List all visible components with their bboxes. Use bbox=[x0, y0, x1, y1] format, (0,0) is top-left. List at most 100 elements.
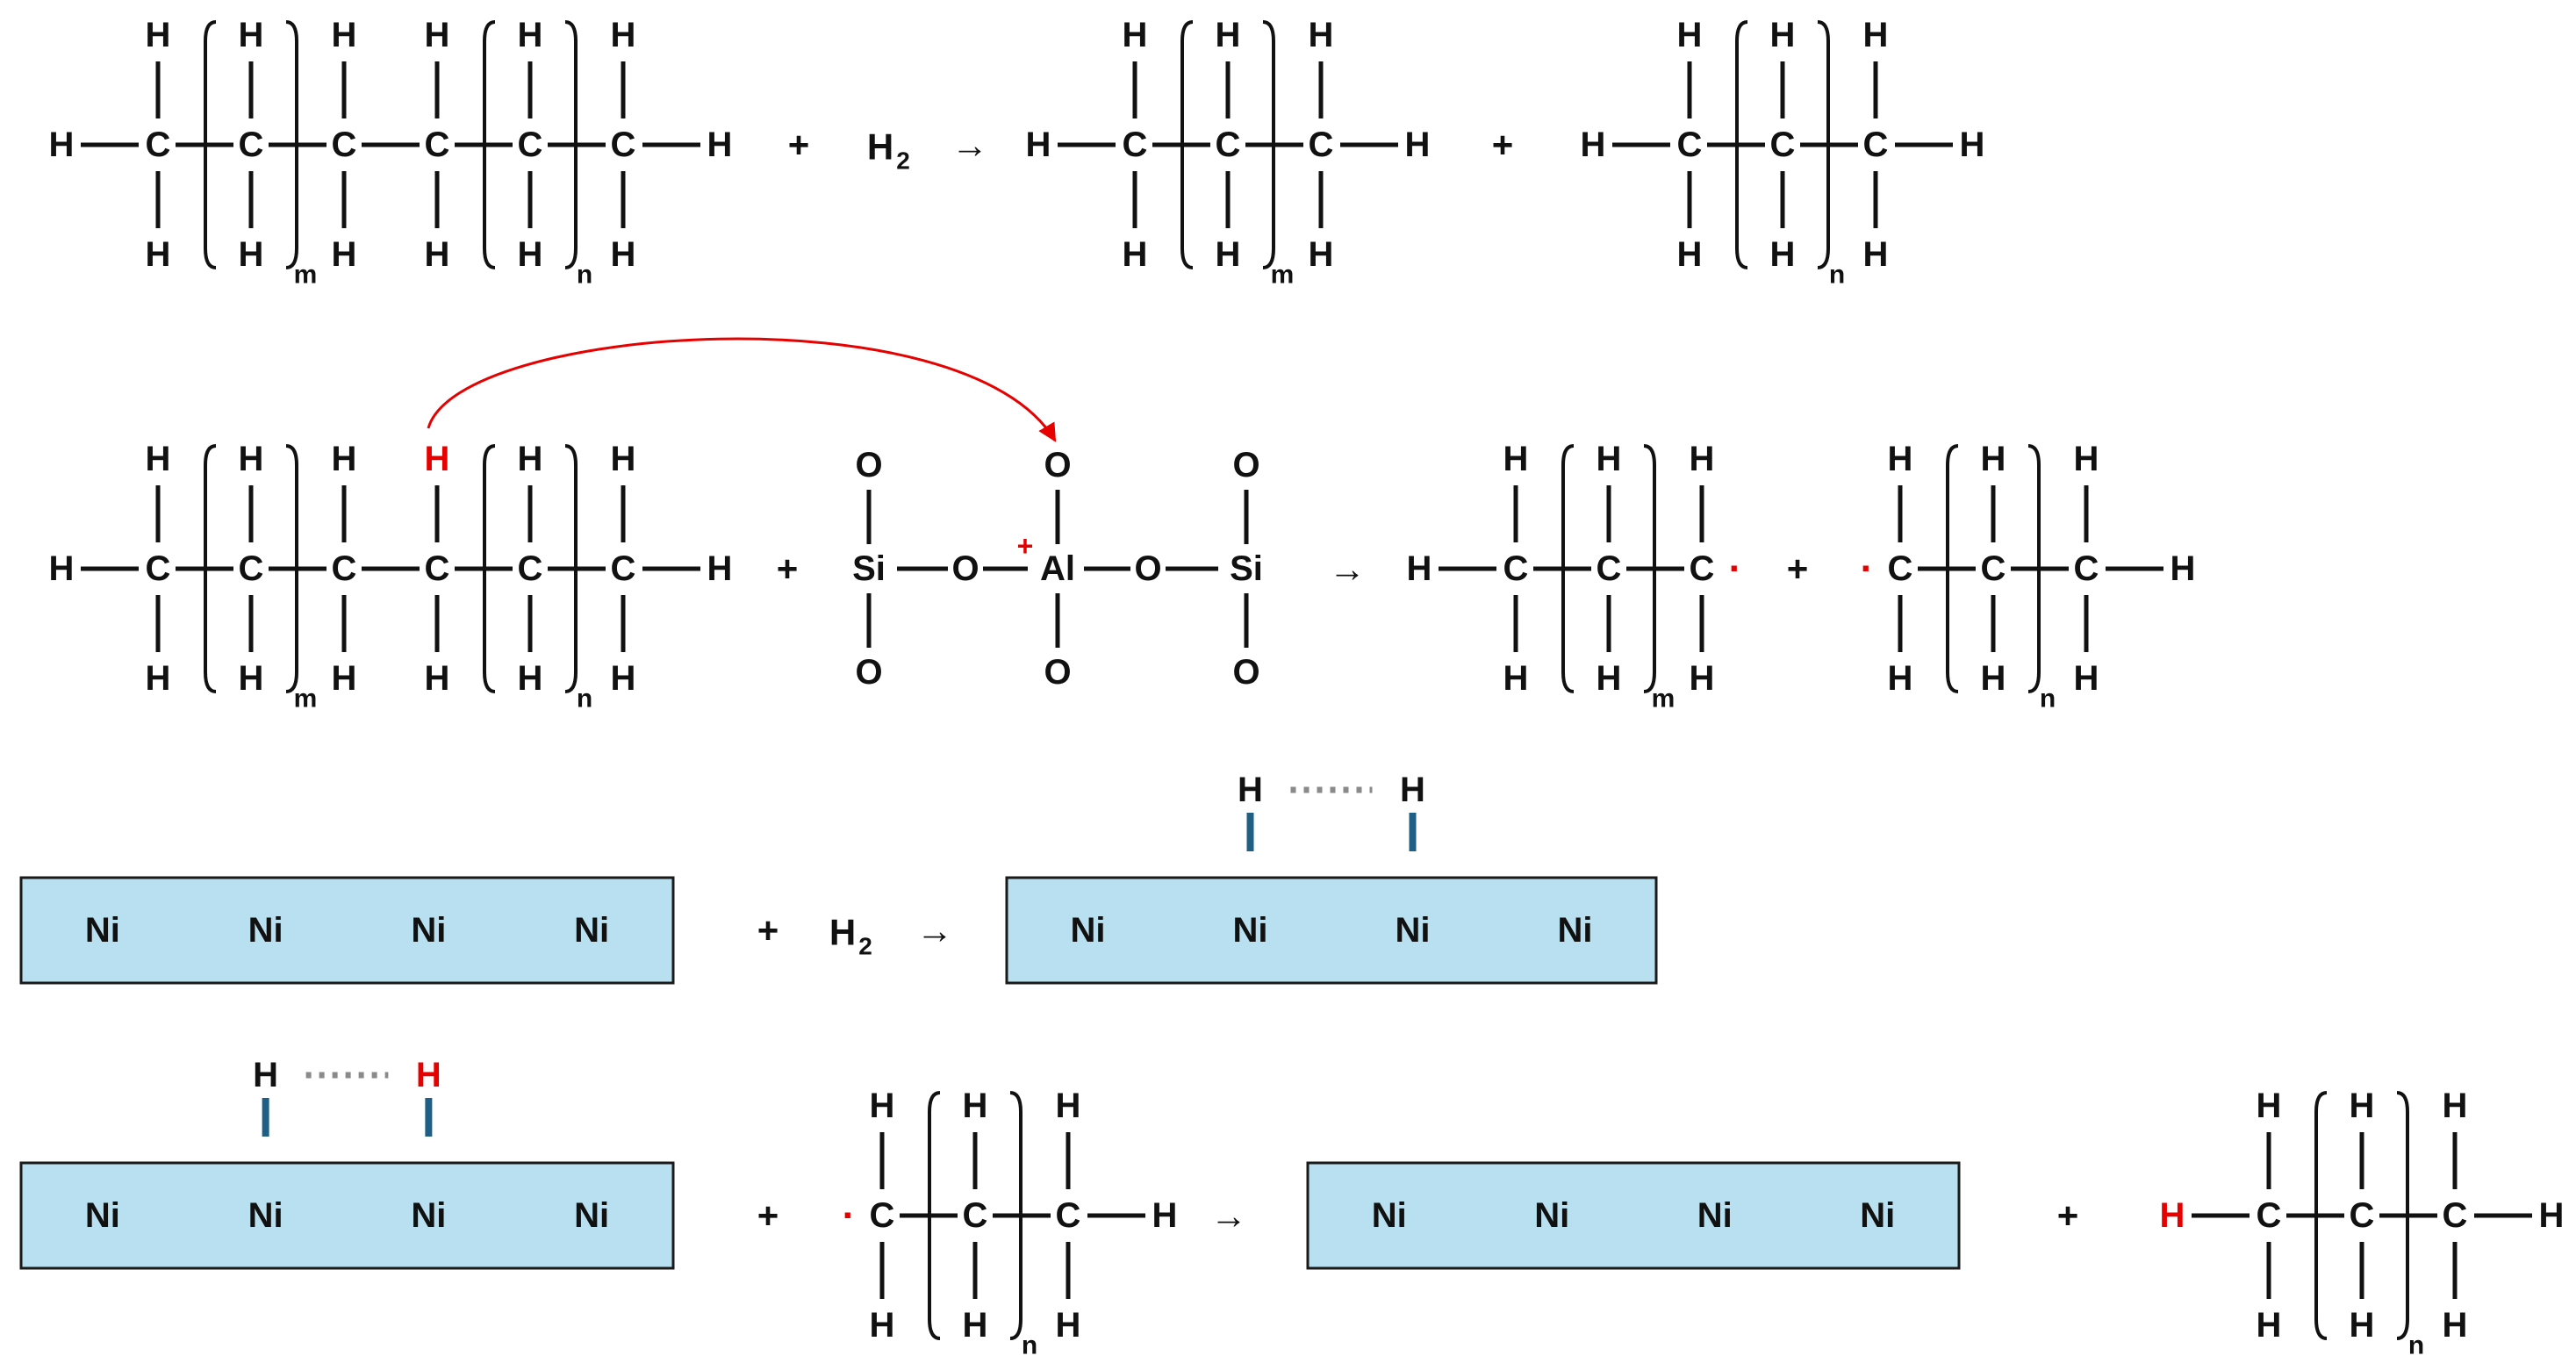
radical-chain-m-2-bracket-m-left bbox=[1561, 444, 1575, 693]
product-chain-m-1-bracket-m-right bbox=[1262, 20, 1275, 269]
si-right-o-bottom: O bbox=[1232, 653, 1259, 692]
si-left-o-top: O bbox=[855, 446, 882, 484]
radical-chain-m-2-bracket-m-right bbox=[1643, 444, 1656, 693]
product-chain-m-1-c3-h-bottom: H bbox=[1309, 235, 1334, 274]
al-o-top: O bbox=[1044, 446, 1071, 484]
reactant-chain-2-c3-h-top: H bbox=[332, 440, 357, 478]
plus-2b: + bbox=[1787, 549, 1809, 590]
product-chain-m-1-c1-carbon: C bbox=[1123, 126, 1148, 164]
reactant-chain-1-c1-h-top: H bbox=[146, 16, 171, 54]
radical-chain-n-2-c3-h-top: H bbox=[2074, 440, 2099, 478]
ni-surface-4a-ni-2: Ni bbox=[248, 1196, 283, 1235]
reactant-chain-1-c6-h-bottom: H bbox=[611, 235, 636, 274]
plus-1a: + bbox=[788, 125, 810, 166]
product-chain-m-1-h-left: H bbox=[1026, 126, 1051, 164]
radical-chain-n-2-bracket-n-right bbox=[2027, 444, 2041, 693]
reactant-chain-2-c6-h-bottom: H bbox=[611, 659, 636, 698]
radical-chain-n-2-c2-h-top: H bbox=[1981, 440, 2006, 478]
radical-chain-n-2-c2-h-bottom: H bbox=[1981, 659, 2006, 698]
radical-chain-n-4-c2-h-top: H bbox=[963, 1087, 988, 1125]
ni-surface-3a-ni-4: Ni bbox=[574, 911, 609, 950]
radical-chain-n-2-h-right: H bbox=[2171, 549, 2196, 588]
reactant-chain-2-bracket-m-right bbox=[285, 444, 298, 693]
arrow-4: → bbox=[1210, 1195, 1247, 1237]
product-chain-n-4-c1-carbon: C bbox=[2257, 1196, 2282, 1235]
ni-surface-3b-box bbox=[1005, 876, 1658, 985]
reactant-chain-2-c4-carbon: C bbox=[425, 549, 450, 588]
ni-surface-4a-ni-4: Ni bbox=[574, 1196, 609, 1235]
radical-chain-m-2-h-left: H bbox=[1407, 549, 1432, 588]
radical-chain-m-2-c3-h-top: H bbox=[1690, 440, 1715, 478]
radical-chain-n-2-c1-h-bottom: H bbox=[1888, 659, 1913, 698]
reactant-chain-2-bracket-n-subscript: n bbox=[577, 685, 592, 714]
product-chain-n-1-h-right: H bbox=[1960, 126, 1985, 164]
radical-chain-m-2-c3-carbon: C bbox=[1690, 549, 1715, 588]
radical-chain-n-4-c3-h-bottom: H bbox=[1056, 1306, 1081, 1345]
radical-chain-n-4-c1-h-bottom: H bbox=[870, 1306, 895, 1345]
product-chain-n-4-c1-h-bottom: H bbox=[2257, 1306, 2282, 1345]
radical-chain-m-2-c2-h-bottom: H bbox=[1597, 659, 1622, 698]
radical-chain-m-2-c3-h-bottom: H bbox=[1690, 659, 1715, 698]
reactant-chain-2-c1-h-bottom: H bbox=[146, 659, 171, 698]
reactant-chain-1-bracket-n-right bbox=[564, 20, 578, 269]
product-chain-n-4-c2-h-bottom: H bbox=[2350, 1306, 2375, 1345]
radical-chain-n-4-c2-carbon: C bbox=[963, 1196, 988, 1235]
reactant-chain-1-c1-h-bottom: H bbox=[146, 235, 171, 274]
product-chain-n-4-c3-carbon: C bbox=[2443, 1196, 2468, 1235]
h2-molecule-3-h: H bbox=[829, 912, 856, 953]
product-chain-m-1-h-right: H bbox=[1405, 126, 1431, 164]
reactant-chain-1-c4-carbon: C bbox=[425, 126, 450, 164]
reactant-chain-2-h-right: H bbox=[707, 549, 733, 588]
ni-surface-4b-ni-2: Ni bbox=[1534, 1196, 1569, 1235]
radical-chain-n-4-radical-left: · bbox=[843, 1194, 856, 1237]
reactant-chain-2-bracket-n-right bbox=[564, 444, 578, 693]
radical-chain-n-4-c3-carbon: C bbox=[1056, 1196, 1081, 1235]
product-chain-n-4-c2-carbon: C bbox=[2350, 1196, 2375, 1235]
radical-chain-n-2-radical-left: · bbox=[1861, 548, 1874, 591]
reactant-chain-2-c4-h-top: H bbox=[425, 440, 450, 478]
radical-chain-n-2-c1-carbon: C bbox=[1888, 549, 1913, 588]
radical-chain-m-2-c2-h-top: H bbox=[1597, 440, 1622, 478]
product-chain-n-1-c3-h-top: H bbox=[1863, 16, 1889, 54]
product-chain-n-4-c2-h-top: H bbox=[2350, 1087, 2375, 1125]
reactant-chain-2-bracket-n-left bbox=[483, 444, 496, 693]
reactant-chain-2-bracket-m-subscript: m bbox=[294, 685, 318, 714]
product-chain-m-1-bracket-m-subscript: m bbox=[1271, 261, 1295, 290]
product-chain-n-4-c1-h-top: H bbox=[2257, 1087, 2282, 1125]
reactant-chain-1-c2-h-bottom: H bbox=[239, 235, 264, 274]
product-chain-n-1-c1-h-top: H bbox=[1677, 16, 1703, 54]
product-chain-n-1-c2-h-bottom: H bbox=[1770, 235, 1796, 274]
reactant-chain-2-bracket-m-left bbox=[204, 444, 217, 693]
ni-surface-3a-box bbox=[19, 876, 675, 985]
reactant-chain-2-c5-h-top: H bbox=[518, 440, 543, 478]
al-center: Al bbox=[1040, 549, 1075, 588]
ni-surface-3a-ni-3: Ni bbox=[411, 911, 446, 950]
reactant-chain-2-c2-h-bottom: H bbox=[239, 659, 264, 698]
reactant-chain-2-c1-carbon: C bbox=[146, 549, 171, 588]
radical-chain-m-2-c1-carbon: C bbox=[1503, 549, 1529, 588]
reactant-chain-1-c1-carbon: C bbox=[146, 126, 171, 164]
o-bridge-left: O bbox=[951, 549, 979, 588]
al-positive-charge: + bbox=[1017, 530, 1034, 562]
plus-2a: + bbox=[777, 549, 799, 590]
product-chain-m-1-c2-h-bottom: H bbox=[1216, 235, 1241, 274]
arrow-1: → bbox=[951, 125, 988, 166]
product-chain-n-4-c3-h-top: H bbox=[2443, 1087, 2468, 1125]
product-chain-n-1-c3-h-bottom: H bbox=[1863, 235, 1889, 274]
si-right-o-top: O bbox=[1232, 446, 1259, 484]
plus-3: + bbox=[757, 910, 779, 951]
adsorbed-h-4-h-right: H bbox=[416, 1056, 441, 1094]
product-chain-n-1-bracket-n-right bbox=[1817, 20, 1830, 269]
product-chain-m-1-bracket-m-left bbox=[1180, 20, 1194, 269]
o-bridge-right: O bbox=[1134, 549, 1161, 588]
